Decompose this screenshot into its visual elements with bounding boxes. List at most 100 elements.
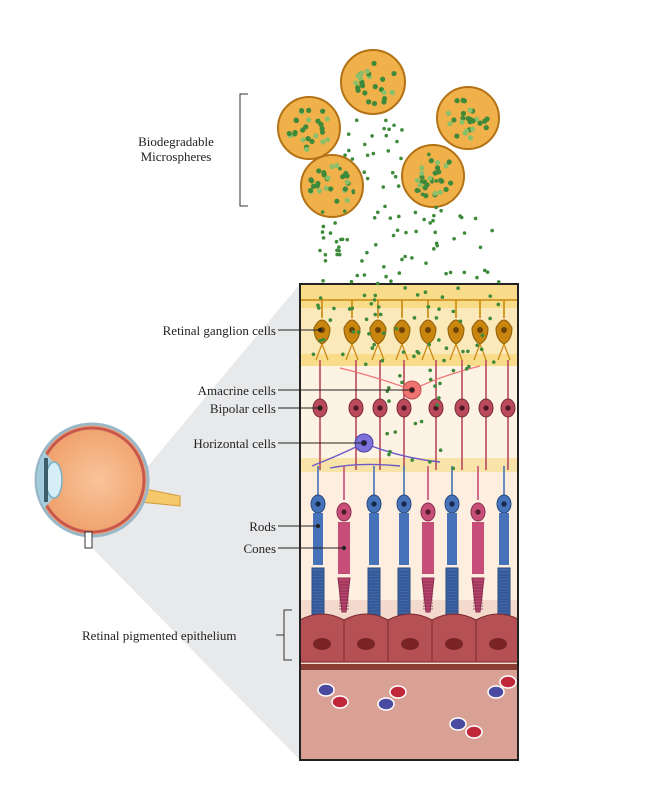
rod-inner [369,513,379,565]
drug-particle [363,362,368,367]
drug-particle [459,215,464,220]
drug-particle [435,403,440,407]
drug-particle [491,360,496,364]
drug-particle [350,306,355,311]
microsphere-dot [304,146,310,152]
drug-particle [378,312,383,317]
microsphere-dot [460,115,466,121]
microsphere-dot [324,137,331,143]
drug-particle [365,153,370,158]
drug-particle [434,316,439,320]
drug-particles [311,118,501,471]
microsphere-dot [427,175,433,182]
microsphere-dot [307,187,314,194]
microspheres-label-line1: Biodegradable [138,134,214,149]
drug-particle [387,452,391,457]
rod-nucleus [401,501,407,507]
blood-cell [377,697,395,711]
microsphere-dot [470,126,476,132]
drug-particle [437,307,441,311]
drug-particle [430,180,434,184]
drug-particle [427,342,432,347]
rod-inner [447,513,457,565]
drug-particle [384,118,388,123]
drug-particle [413,210,418,215]
blood-cell [331,695,349,709]
drug-particle [392,123,396,128]
microsphere-dot [380,76,386,82]
microsphere-dot [303,124,309,130]
drug-particle [390,170,395,175]
microsphere-dot [432,170,438,176]
drug-particle [395,228,400,233]
horizontal-label: Horizontal cells [193,436,276,451]
drug-particle [385,431,389,436]
drug-particle [384,274,388,279]
drug-particle [321,337,326,342]
drug-particle [480,333,485,338]
drug-particle [365,250,369,255]
microsphere-dot [286,130,292,137]
drug-particle [316,306,321,310]
microsphere [300,154,364,218]
microsphere-dot [344,179,350,185]
drug-particle [328,231,333,235]
drug-particle [318,296,323,300]
drug-particle [382,126,386,131]
microsphere-dot [305,136,311,142]
bipolar-nucleus [483,405,489,411]
microsphere-dot [318,121,324,128]
drug-particle [337,245,341,249]
drug-particle [335,252,339,257]
drug-particle [413,421,418,426]
drug-particle [328,318,333,322]
drug-particle [464,367,469,371]
microsphere-shell [340,49,406,115]
retina-panel [300,284,518,760]
drug-particle [424,261,428,265]
rpe-nucleus [489,638,507,650]
drug-particle [338,166,342,171]
drug-particle [428,368,432,373]
drug-particle [382,264,386,269]
zoom-cone [88,284,300,760]
microsphere-shell [401,144,465,208]
microspheres-label: Biodegradable Microspheres [120,134,232,164]
microsphere-dot [463,128,470,134]
microsphere-dot [437,189,443,195]
drug-particle [399,156,403,161]
drug-particle [376,305,381,309]
microsphere [340,49,406,115]
drug-particle [490,228,494,233]
microsphere [401,144,465,208]
drug-particle [401,350,406,354]
drug-particle [355,273,360,278]
microsphere-dot [334,198,340,204]
microsphere-dot [362,90,368,96]
microsphere-dot [372,84,378,90]
microsphere-dot [391,70,397,77]
blood-cell [317,683,335,697]
drug-particle [431,218,435,223]
drug-particle [362,273,367,277]
drug-particle [400,128,404,132]
drug-particle [427,152,431,157]
drug-particle [496,280,501,284]
drug-particle [393,174,398,179]
microsphere-dot [465,115,471,122]
rpe-nucleus [357,638,375,650]
drug-particle [433,384,437,388]
cone-nucleus [475,509,481,515]
drug-particle [462,231,467,235]
microsphere-dot [454,133,460,139]
ganglion-dendrite [473,343,487,361]
ganglion-nucleus [501,327,507,333]
ganglion-dendrite [421,343,435,361]
drug-particle [346,132,351,136]
microsphere-dot [424,182,430,188]
eye-icon [34,422,181,549]
microsphere-dot [366,99,372,105]
drug-particle [461,349,465,354]
microsphere-dot [306,117,312,123]
